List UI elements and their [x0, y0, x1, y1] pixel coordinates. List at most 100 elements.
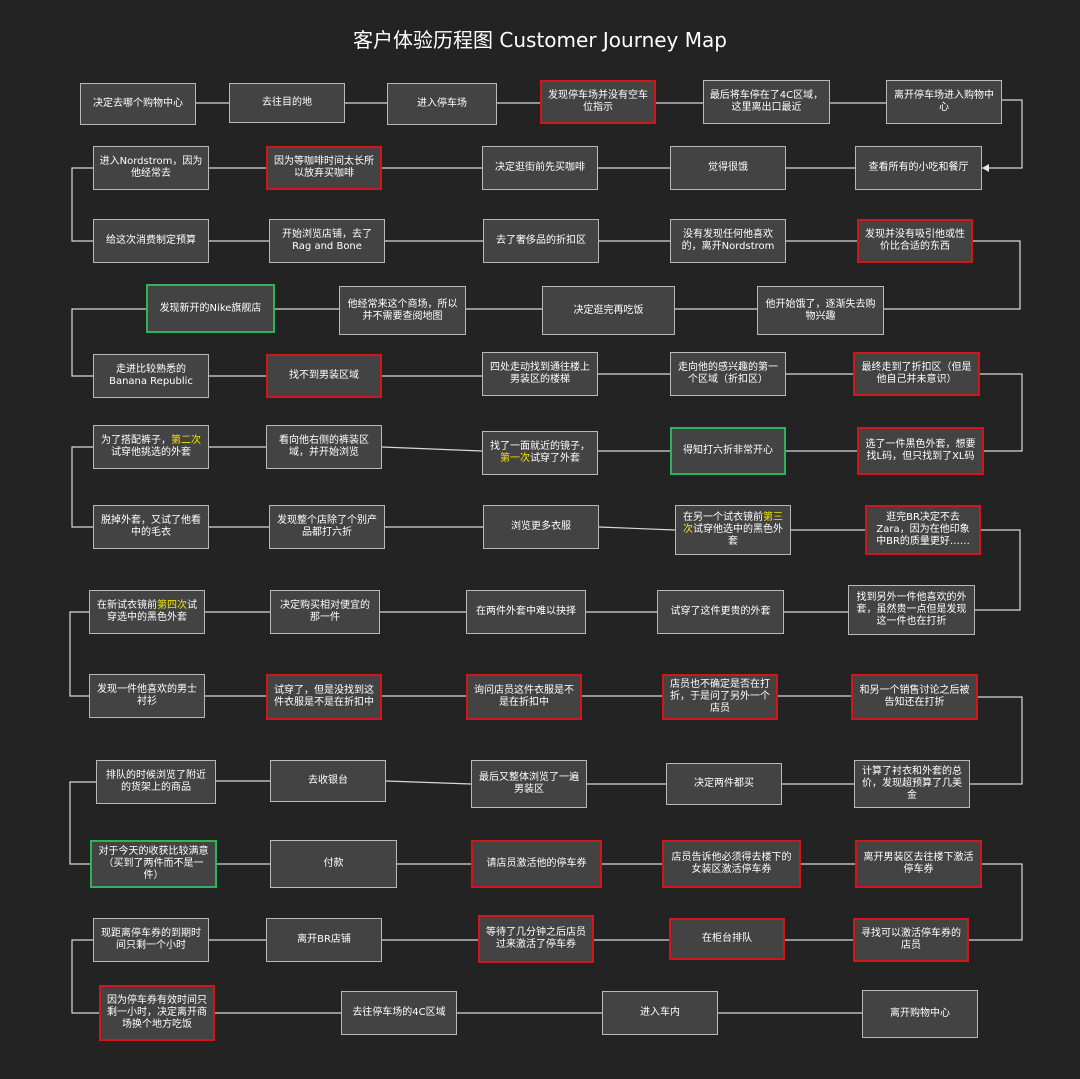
journey-step-n54: 离开男装区去往楼下激活停车券 [855, 840, 982, 888]
connector-line [69, 781, 96, 865]
step-text: 发现一件他喜欢的男士衬衫 [97, 684, 197, 707]
step-text: 店员也不确定是否在打折，于是问了另外一个店员 [670, 679, 770, 714]
journey-step-text: 寻找可以激活停车券的店员 [860, 928, 962, 952]
highlighted-attempt-text: 第四次 [157, 600, 187, 611]
step-text: 看向他右侧的裤装区域，并开始浏览 [279, 435, 369, 458]
journey-step-n26: 得知打六折非常开心 [670, 427, 786, 475]
highlighted-attempt-text: 第二次 [171, 435, 201, 446]
journey-step-n40: 发现一件他喜欢的男士衬衫 [89, 674, 205, 718]
highlighted-attempt-text: 第三次 [683, 512, 783, 535]
step-text: 试穿了，但是没找到这件衣服是不是在折扣中 [274, 685, 374, 708]
journey-step-text: 店员告诉他必须得去楼下的女装区激活停车券 [669, 852, 794, 876]
journey-step-n58: 离开BR店铺 [266, 918, 382, 962]
journey-step-text: 因为停车券有效时间只剩一小时，决定离开商场换个地方吃饭 [106, 995, 208, 1031]
journey-step-n15: 发现并没有吸引他或性价比合适的东西 [857, 219, 973, 263]
journey-step-n60: 因为停车券有效时间只剩一小时，决定离开商场换个地方吃饭 [99, 985, 215, 1041]
journey-step-text: 决定两件都买 [694, 778, 754, 790]
journey-step-text: 找了一面就近的镜子，第一次试穿了外套 [488, 441, 592, 465]
step-text: 给这次消费制定预算 [106, 235, 196, 246]
journey-step-text: 为了搭配裤子，第二次试穿他挑选的外套 [99, 435, 203, 459]
step-text: 脱掉外套，又试了他看中的毛衣 [101, 515, 201, 538]
journey-step-n14: 没有发现任何他喜欢的，离开Nordstrom [670, 219, 786, 263]
connector-line [385, 780, 472, 785]
journey-step-text: 离开男装区去往楼下激活停车券 [862, 852, 975, 876]
journey-step-n48: 去收银台 [270, 760, 386, 802]
connector-line [970, 696, 1023, 785]
journey-step-text: 因为等咖啡时间太长所以放弃买咖啡 [273, 156, 375, 180]
step-text: 为了搭配裤子， [101, 435, 171, 446]
journey-step-text: 最后将车停在了4C区域，这里离出口最近 [709, 90, 824, 114]
step-text: 走向他的感兴趣的第一个区域（折扣区） [678, 362, 778, 385]
journey-step-text: 选了一件黑色外套，想要找L码，但只找到了XL码 [864, 439, 977, 463]
journey-step-n30: 脱掉外套，又试了他看中的毛衣 [93, 505, 209, 549]
journey-step-n35: 找到另外一件他喜欢的外套，虽然贵一点但是发现这一件也在打折 [848, 585, 975, 635]
journey-step-n10: 进入Nordstrom，因为他经常去 [93, 146, 209, 190]
journey-step-text: 最终走到了折扣区（但是他自己并未意识） [860, 362, 973, 386]
connector-line [71, 939, 99, 1014]
journey-step-n17: 决定逛完再吃饭 [542, 286, 675, 335]
journey-step-text: 等待了几分钟之后店员过来激活了停车券 [485, 927, 587, 951]
step-text: 逛完BR决定不去Zara，因为在他印象中BR的质量更好…… [876, 512, 970, 547]
journey-step-text: 找不到男装区域 [289, 370, 359, 382]
journey-step-n18: 他经常来这个商场，所以并不需要查阅地图 [339, 286, 466, 335]
journey-step-n53: 店员告诉他必须得去楼下的女装区激活停车券 [662, 840, 801, 888]
connector-line [69, 611, 89, 697]
step-text: 找不到男装区域 [289, 370, 359, 381]
step-text: 试穿他选中的黑色外套 [693, 524, 783, 547]
journey-step-text: 试穿了，但是没找到这件衣服是不是在折扣中 [273, 685, 375, 709]
connector-line [71, 446, 93, 528]
journey-step-text: 排队的时候浏览了附近的货架上的商品 [102, 770, 210, 794]
step-text: 询问店员这件衣服是不是在折扣中 [474, 685, 574, 708]
step-text: 去往目的地 [262, 97, 312, 108]
journey-step-text: 四处走动找到通往楼上男装区的楼梯 [488, 362, 592, 386]
step-text: 查看所有的小吃和餐厅 [868, 162, 969, 173]
journey-step-text: 觉得很饿 [708, 162, 748, 174]
journey-step-n6: 查看所有的小吃和餐厅 [855, 146, 982, 190]
journey-step-text: 发现整个店除了个别产品都打六折 [275, 515, 379, 539]
step-text: 他开始饿了，逐渐失去购物兴趣 [765, 298, 876, 322]
step-text: 决定逛街前先买咖啡 [495, 162, 585, 173]
step-text: 请店员激活他的停车券 [486, 858, 587, 869]
journey-step-n27: 找了一面就近的镜子，第一次试穿了外套 [482, 431, 598, 475]
step-text: 找了一面就近的镜子， [490, 441, 590, 452]
journey-step-text: 决定逛街前先买咖啡 [495, 162, 585, 174]
journey-step-n32: 浏览更多衣服 [483, 505, 599, 549]
step-text: 进入车内 [640, 1007, 680, 1018]
step-text: 现距离停车券的到期时间只剩一个小时 [101, 928, 201, 951]
journey-step-text: 进入车内 [640, 1007, 680, 1019]
journey-step-n34: 逛完BR决定不去Zara，因为在他印象中BR的质量更好…… [865, 505, 981, 555]
step-text: 发现停车场并没有空车位指示 [548, 90, 648, 113]
step-text: 进入Nordstrom，因为他经常去 [99, 156, 203, 179]
step-text: 决定两件都买 [694, 778, 754, 789]
journey-step-n28: 看向他右侧的裤装区域，并开始浏览 [266, 425, 382, 469]
step-text: 在新试衣镜前 [97, 600, 157, 611]
step-text: 等待了几分钟之后店员过来激活了停车券 [486, 927, 586, 950]
journey-step-n11: 给这次消费制定预算 [93, 219, 209, 263]
connector-line [884, 240, 1021, 310]
step-text: 寻找可以激活停车券的店员 [861, 928, 961, 951]
journey-step-text: 请店员激活他的停车券 [487, 858, 587, 870]
journey-step-n39: 在新试衣镜前第四次试穿选中的黑色外套 [89, 590, 205, 634]
step-text: 开始浏览店铺，去了Rag and Bone [282, 229, 372, 252]
journey-step-n51: 付款 [270, 840, 397, 888]
connector-line [381, 446, 483, 452]
journey-step-n2: 进入停车场 [387, 83, 497, 125]
journey-step-text: 找到另外一件他喜欢的外套，虽然贵一点但是发现这一件也在打折 [854, 592, 969, 628]
arrowhead-icon [982, 164, 989, 172]
connector-line [969, 863, 1023, 941]
step-text: 店员告诉他必须得去楼下的女装区激活停车券 [671, 852, 792, 875]
journey-step-n24: 最终走到了折扣区（但是他自己并未意识） [853, 352, 980, 396]
journey-step-text: 决定去哪个购物中心 [93, 98, 183, 110]
step-text: 试穿了这件更贵的外套 [670, 606, 771, 617]
step-text: 得知打六折非常开心 [683, 445, 773, 456]
step-text: 最后又整体浏览了一遍男装区 [479, 772, 579, 795]
journey-step-text: 在柜台排队 [702, 933, 752, 945]
journey-step-n41: 试穿了，但是没找到这件衣服是不是在折扣中 [266, 674, 382, 720]
journey-step-n43: 店员也不确定是否在打折，于是问了另外一个店员 [662, 674, 778, 720]
journey-step-n52: 请店员激活他的停车券 [471, 840, 602, 888]
journey-step-n57: 等待了几分钟之后店员过来激活了停车券 [478, 915, 594, 963]
step-text: 他经常来这个商场，所以并不需要查阅地图 [347, 298, 458, 322]
journey-step-n63: 离开购物中心 [862, 990, 978, 1038]
